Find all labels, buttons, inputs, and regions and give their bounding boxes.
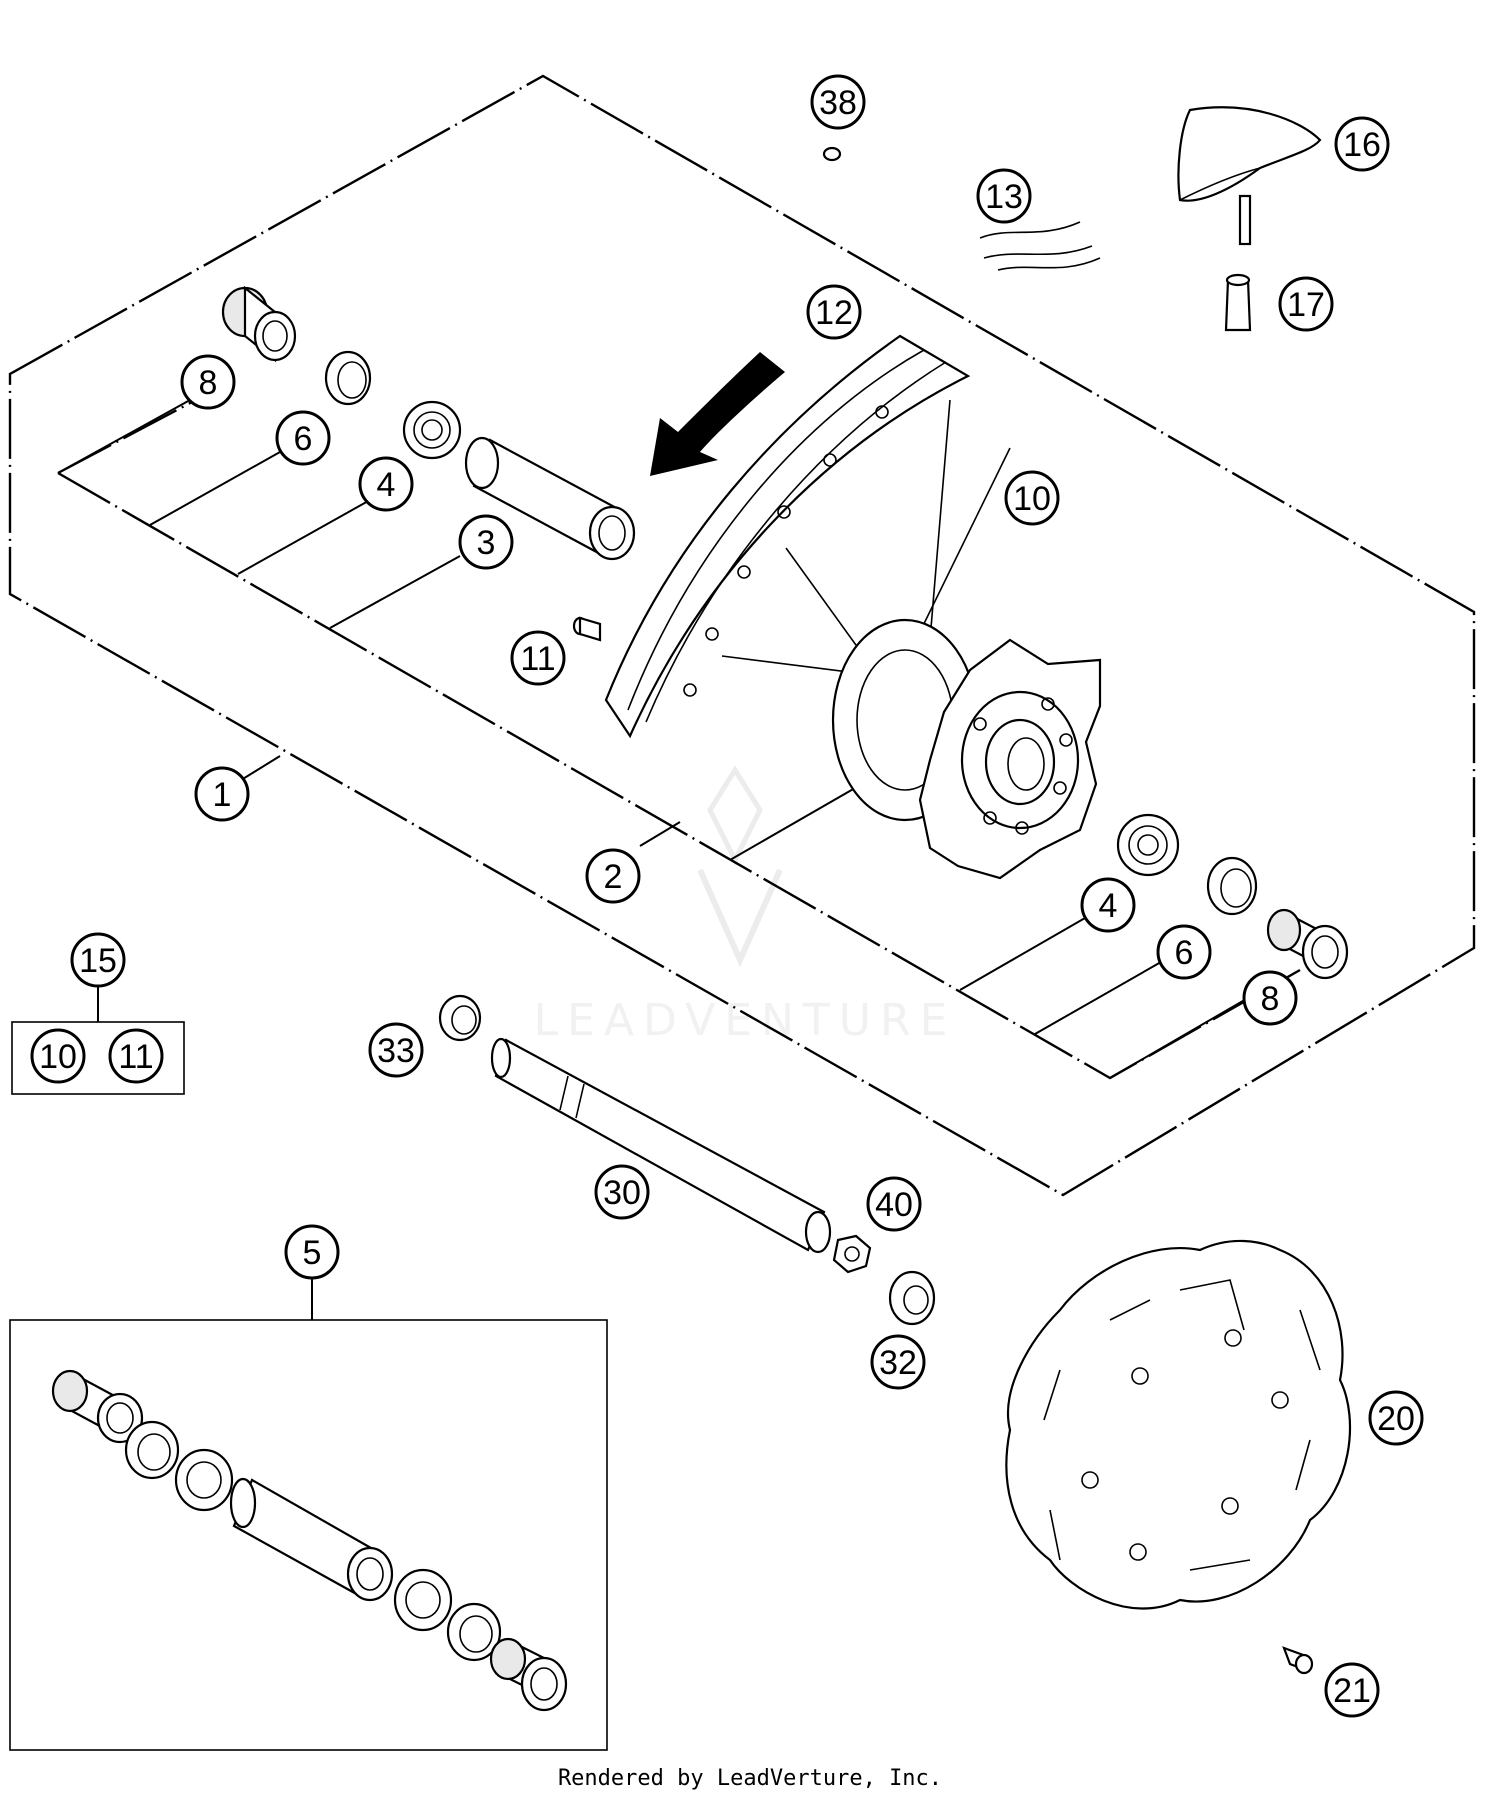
callout-6-right: 6: [1156, 924, 1212, 980]
rim-tape-13: [979, 221, 1101, 271]
leader-lines: [57, 399, 1249, 1320]
callout-10: 10: [1004, 470, 1060, 526]
callout-11: 11: [510, 630, 566, 686]
callout-20-label: 20: [1377, 1400, 1415, 1438]
callout-13: 13: [976, 168, 1032, 224]
callout-32: 32: [870, 1334, 926, 1390]
callout-12: 12: [806, 284, 862, 340]
seal-6-left: [324, 350, 372, 406]
callout-32-label: 32: [879, 1344, 917, 1382]
rim-12: [604, 334, 971, 739]
callout-33-label: 33: [377, 1032, 415, 1070]
spacer-tube-3: [464, 436, 636, 561]
spacer-33: [438, 994, 482, 1042]
bearing-4-left: [402, 400, 462, 460]
callout-1-label: 1: [213, 776, 232, 814]
callout-21-label: 21: [1333, 1672, 1371, 1710]
valve-nut-17: [1224, 273, 1252, 332]
callout-16: 16: [1334, 116, 1390, 172]
rotation-arrow: [650, 352, 785, 476]
callout-33: 33: [368, 1022, 424, 1078]
callout-4-right-label: 4: [1099, 887, 1118, 925]
callout-11-label: 11: [520, 640, 555, 678]
spacer-8-right: [1266, 908, 1349, 980]
kit-15-box: [11, 1021, 185, 1095]
callout-4-left: 4: [358, 456, 414, 512]
valve-cap-38: [822, 146, 842, 162]
callout-2: 2: [585, 848, 641, 904]
callout-38-label: 38: [819, 84, 857, 122]
bearing-kit-5-parts: [51, 1369, 568, 1712]
callout-13-label: 13: [985, 178, 1023, 216]
hub-2: [831, 618, 1102, 880]
callout-1: 1: [194, 766, 250, 822]
callout-6-right-label: 6: [1175, 934, 1194, 972]
watermark-text: LEADVENTURE: [534, 995, 957, 1046]
callout-17-label: 17: [1287, 286, 1325, 324]
brake-disc-20: [1005, 1239, 1352, 1610]
callout-8-left: 8: [180, 354, 236, 410]
callout-15: 15: [70, 932, 126, 988]
callout-15-11-label: 11: [118, 1038, 153, 1076]
callout-30: 30: [594, 1164, 650, 1220]
bearing-4-right: [1116, 813, 1180, 877]
wheel-assembly-frame: [8, 74, 1476, 1197]
screw-21: [1282, 1646, 1314, 1675]
callout-10-label: 10: [1013, 480, 1051, 518]
spoke-nipple-11: [572, 616, 602, 642]
callout-15-10: 10: [30, 1028, 86, 1084]
callout-15-label: 15: [79, 942, 117, 980]
callout-8-left-label: 8: [199, 364, 218, 402]
callout-15-10-label: 10: [39, 1038, 77, 1076]
callout-40-label: 40: [875, 1186, 913, 1224]
axle-30: [490, 1037, 832, 1254]
callout-21: 21: [1324, 1662, 1380, 1718]
callout-4-right: 4: [1080, 877, 1136, 933]
callout-20: 20: [1368, 1390, 1424, 1446]
callout-8-right: 8: [1242, 970, 1298, 1026]
spacer-8-left: [221, 285, 297, 363]
callout-2-label: 2: [604, 858, 623, 896]
tube-16: [1177, 106, 1322, 246]
callout-6-left-label: 6: [294, 420, 313, 458]
callout-3: 3: [458, 514, 514, 570]
axle-nut-40: [832, 1234, 872, 1274]
seal-6-right: [1206, 856, 1258, 916]
callout-38: 38: [810, 74, 866, 130]
watermark: LEADVENTURE: [534, 765, 957, 1046]
callout-30-label: 30: [603, 1174, 641, 1212]
callout-15-11: 11: [108, 1028, 164, 1084]
callout-40: 40: [866, 1176, 922, 1232]
callout-6-left: 6: [275, 410, 331, 466]
callout-16-label: 16: [1343, 126, 1381, 164]
callout-8-right-label: 8: [1261, 980, 1280, 1018]
callout-17: 17: [1278, 276, 1334, 332]
callout-4-left-label: 4: [377, 466, 396, 504]
collar-32: [888, 1270, 936, 1326]
render-credit: Rendered by LeadVerture, Inc.: [557, 1766, 943, 1791]
callout-12-label: 12: [815, 294, 853, 332]
kit-5-box: [9, 1319, 608, 1751]
callout-3-label: 3: [477, 524, 496, 562]
callout-5: 5: [284, 1224, 340, 1280]
callout-5-label: 5: [303, 1234, 322, 1272]
